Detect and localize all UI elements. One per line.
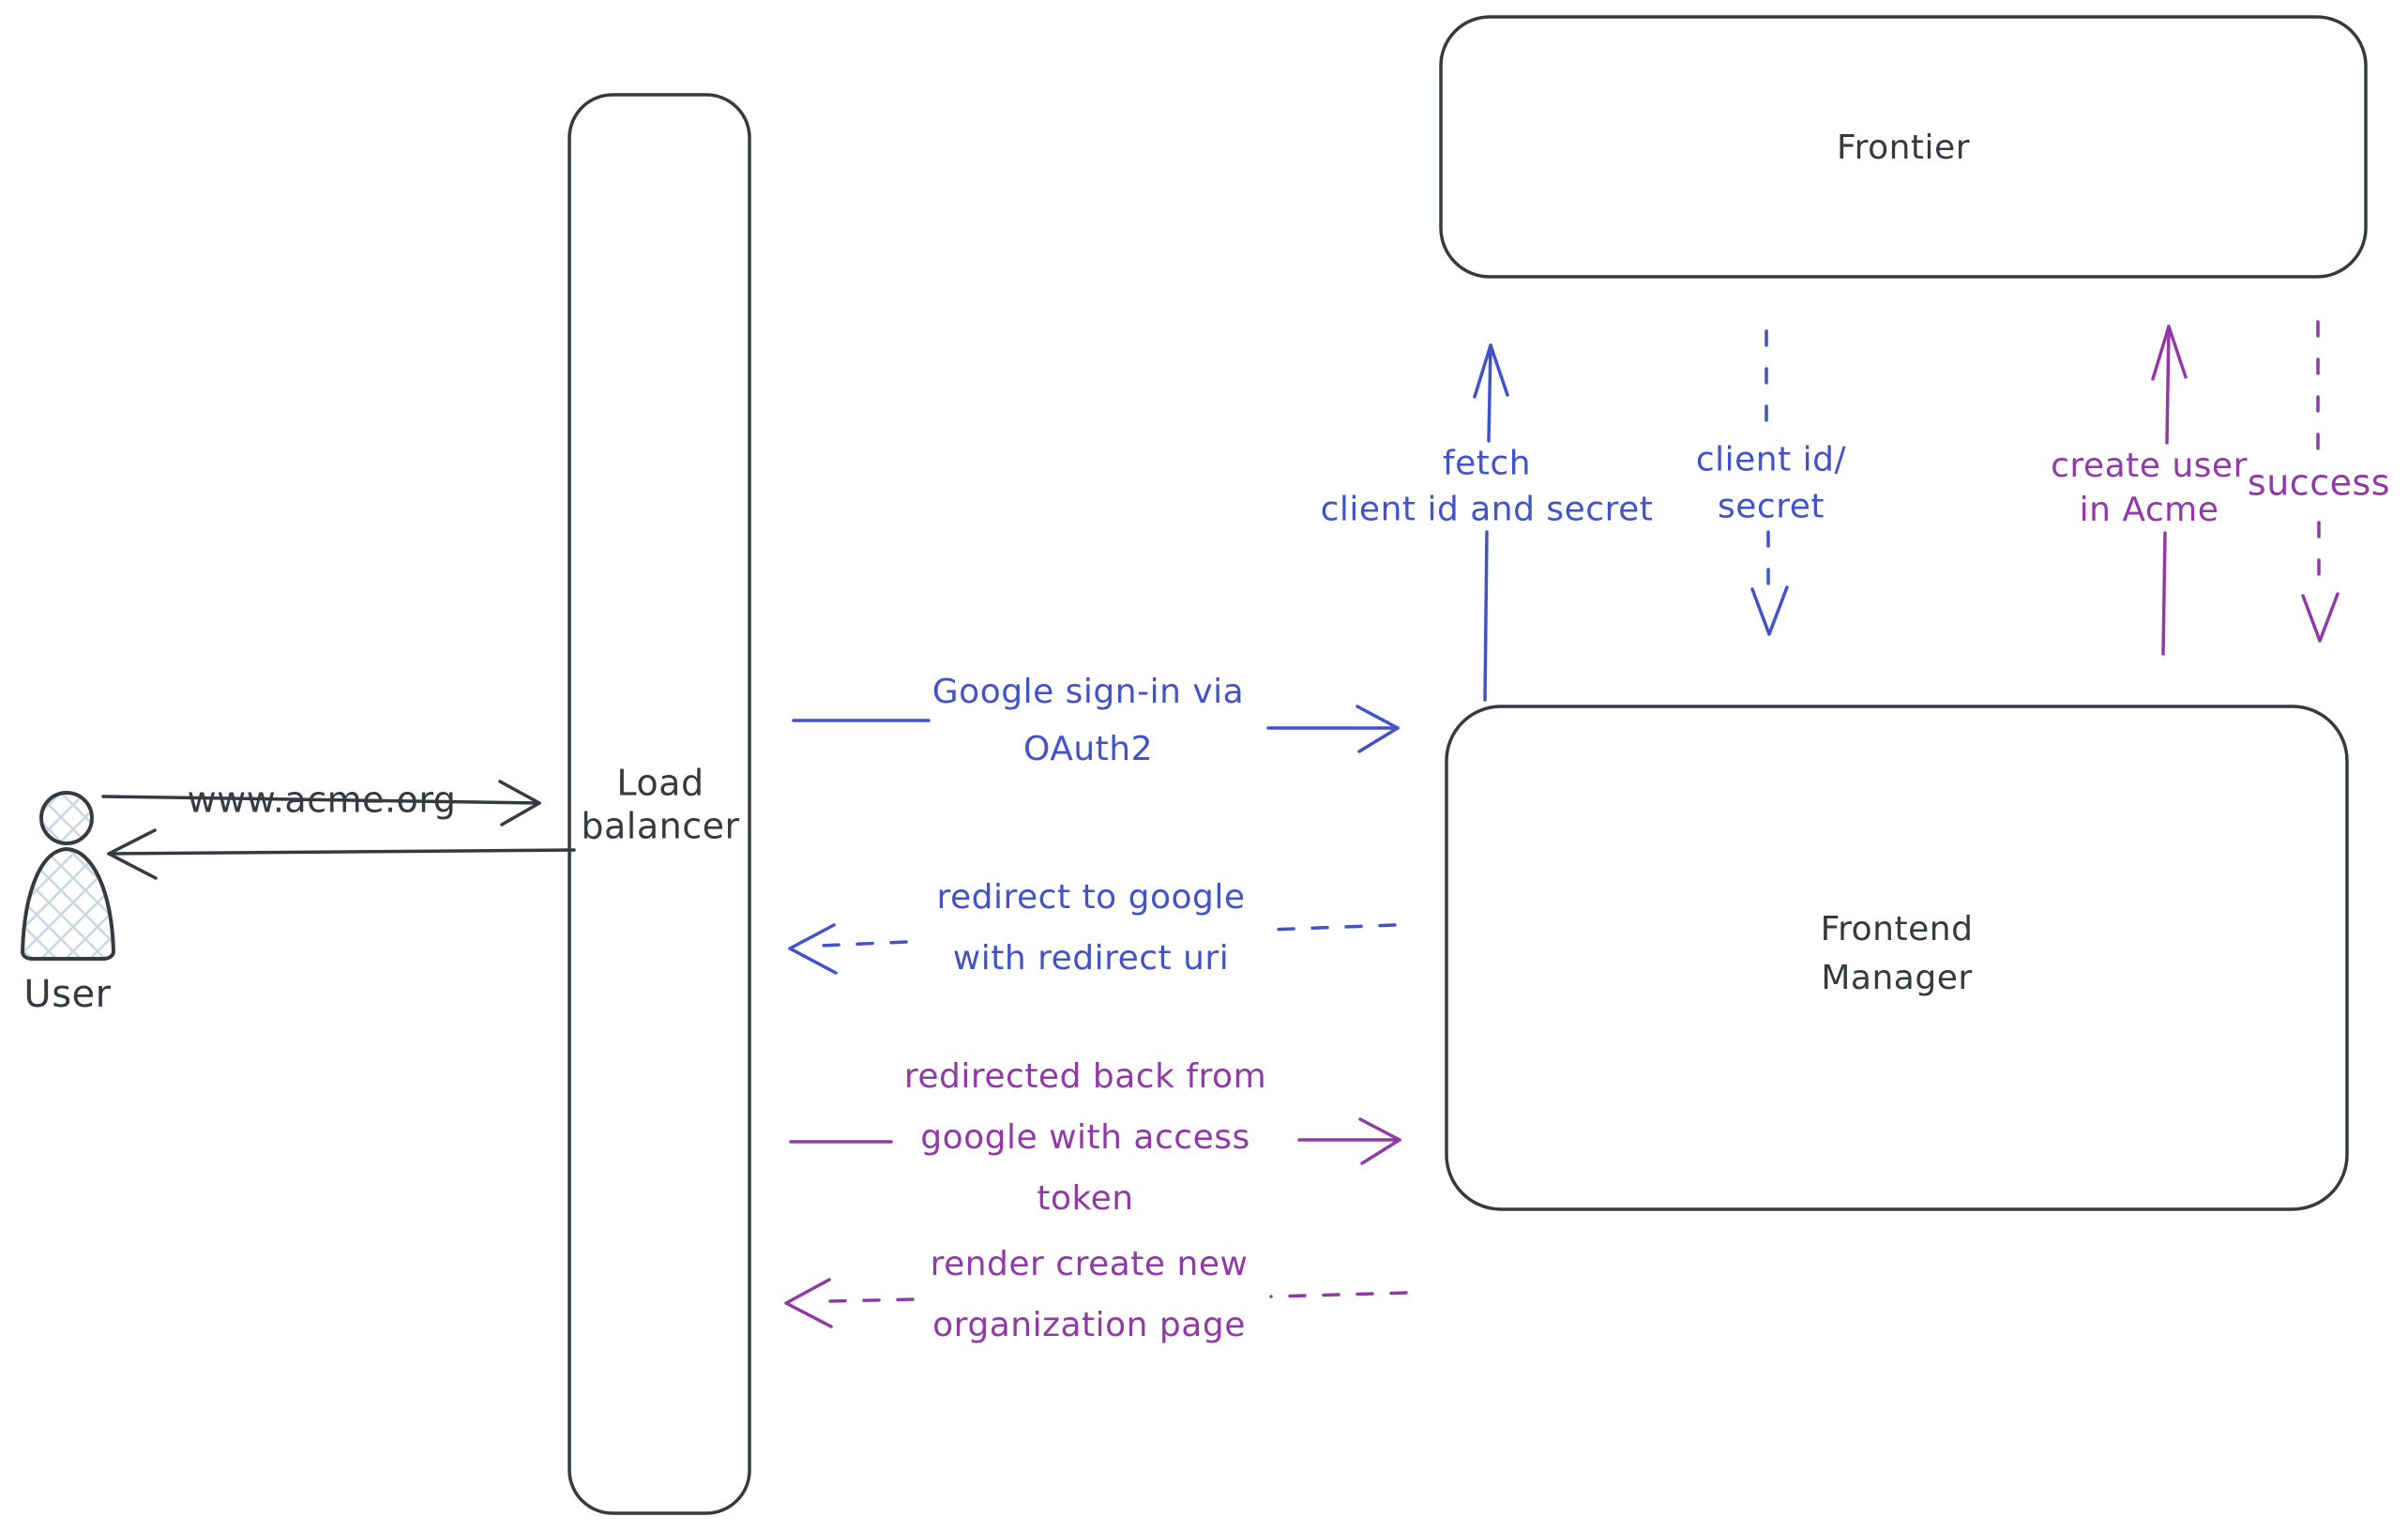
edge-label-redirect-google: redirect to google with redirect uri [936, 878, 1246, 978]
user-icon [20, 791, 116, 961]
edge-label-client-id-secret: client id/ secret [1695, 440, 1847, 526]
frontier-box [1439, 15, 2368, 279]
arrow-google-signin [792, 705, 1400, 753]
edge-label-redirected-back: redirected back from google with access … [903, 1056, 1267, 1218]
edge-label-www: www.acme.org [187, 779, 457, 821]
frontend-manager-label: Frontend Manager [1820, 909, 1974, 997]
arrow-success [2301, 320, 2340, 643]
user-head [39, 791, 94, 845]
arrow-client-id-secret [1750, 329, 1789, 636]
edge-label-google-signin: Google sign-in via OAuth2 [931, 672, 1245, 768]
frontend-manager-box [1445, 705, 2349, 1211]
edge-label-create-user: create user in Acme [2051, 447, 2248, 529]
user-label: User [23, 973, 112, 1016]
load-balancer-box [568, 93, 751, 1515]
edge-label-fetch-client: fetch client id and secret [1320, 444, 1654, 528]
arrow-redirected-back [789, 1117, 1401, 1165]
arrow-create-user [2151, 325, 2188, 656]
arrow-render-org-page [784, 1278, 1408, 1328]
arrow-redirect-google [788, 923, 1397, 975]
frontier-label: Frontier [1836, 129, 1971, 167]
edge-label-render-org-page: render create new organization page [930, 1245, 1249, 1344]
arrow-fetch-client [1473, 343, 1509, 702]
edge-label-success: success [2247, 462, 2391, 504]
user-body [20, 846, 116, 961]
arrow-www-response [107, 828, 576, 880]
load-balancer-label: Load balancer [581, 762, 740, 846]
arrow-www-request [101, 780, 541, 827]
